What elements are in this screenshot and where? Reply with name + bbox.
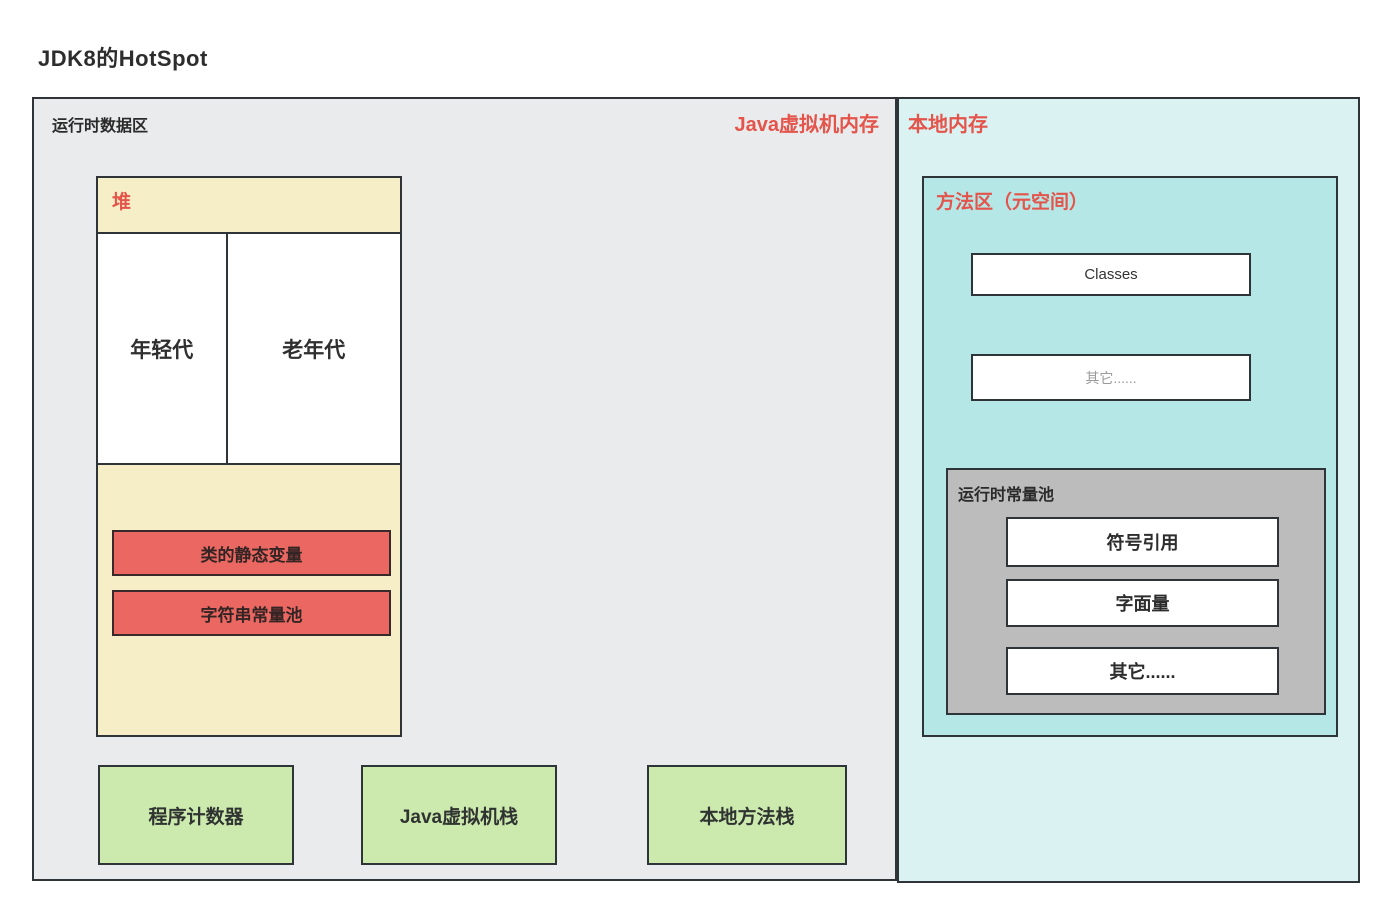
method-area-box: 方法区（元空间） Classes 其它...... 运行时常量池 符号引用 字面… bbox=[922, 176, 1338, 737]
class-static-variables-box: 类的静态变量 bbox=[112, 530, 391, 576]
old-generation-box: 老年代 bbox=[225, 232, 402, 465]
classes-box: Classes bbox=[971, 253, 1251, 296]
method-area-title: 方法区（元空间） bbox=[936, 192, 1089, 213]
runtime-constant-pool-box: 运行时常量池 符号引用 字面量 其它...... bbox=[946, 468, 1326, 715]
pool-others-box: 其它...... bbox=[1006, 647, 1279, 695]
string-constant-pool-box: 字符串常量池 bbox=[112, 590, 391, 636]
method-area-others-box: 其它...... bbox=[971, 354, 1251, 401]
page-title: JDK8的HotSpot bbox=[38, 46, 208, 71]
heap-generations-row: 年轻代 老年代 bbox=[96, 232, 402, 465]
runtime-constant-pool-title: 运行时常量池 bbox=[958, 487, 1055, 504]
symbolic-references-box: 符号引用 bbox=[1006, 517, 1279, 567]
literals-box: 字面量 bbox=[1006, 579, 1279, 627]
heap-box: 堆 年轻代 老年代 类的静态变量 字符串常量池 bbox=[96, 176, 402, 737]
jvm-memory-region: 运行时数据区 Java虚拟机内存 堆 年轻代 老年代 类的静态变量 字符串常量池… bbox=[32, 97, 897, 881]
young-generation-box: 年轻代 bbox=[96, 232, 228, 465]
jvm-stack-box: Java虚拟机栈 bbox=[361, 765, 557, 865]
jvm-memory-title: Java虚拟机内存 bbox=[734, 114, 880, 136]
runtime-data-area-label: 运行时数据区 bbox=[52, 118, 149, 135]
program-counter-box: 程序计数器 bbox=[98, 765, 294, 865]
native-method-stack-box: 本地方法栈 bbox=[647, 765, 847, 865]
native-memory-region: 本地内存 方法区（元空间） Classes 其它...... 运行时常量池 符号… bbox=[897, 97, 1360, 883]
heap-title: 堆 bbox=[112, 192, 132, 213]
native-memory-title: 本地内存 bbox=[908, 114, 988, 136]
